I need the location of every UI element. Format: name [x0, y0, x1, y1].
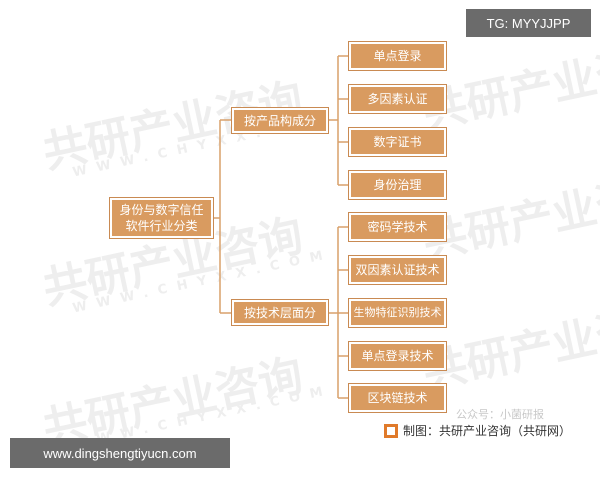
leaf-node: 多因素认证	[349, 85, 446, 113]
website-banner[interactable]: www.dingshengtiyucn.com	[10, 438, 230, 468]
leaf-node: 区块链技术	[349, 384, 446, 412]
source-logo-icon	[384, 423, 398, 438]
leaf-node: 双因素认证技术	[349, 256, 446, 284]
leaf-node: 单点登录技术	[349, 342, 446, 370]
source-caption: 制图：共研产业咨询（共研网）	[384, 422, 571, 439]
credit-watermark: 公众号：小菌研报	[456, 408, 544, 421]
contact-tag: TG: MYYJJPP	[466, 9, 591, 37]
leaf-node: 身份治理	[349, 171, 446, 199]
leaf-node: 数字证书	[349, 128, 446, 156]
branch-node-product: 按产品构成分	[232, 108, 328, 133]
leaf-node: 生物特征识别技术	[349, 299, 446, 327]
source-text: 制图：共研产业咨询（共研网）	[403, 424, 572, 438]
leaf-node: 密码学技术	[349, 213, 446, 241]
branch-node-technology: 按技术层面分	[232, 300, 328, 325]
leaf-node: 单点登录	[349, 42, 446, 70]
root-node: 身份与数字信任软件行业分类	[110, 198, 213, 238]
